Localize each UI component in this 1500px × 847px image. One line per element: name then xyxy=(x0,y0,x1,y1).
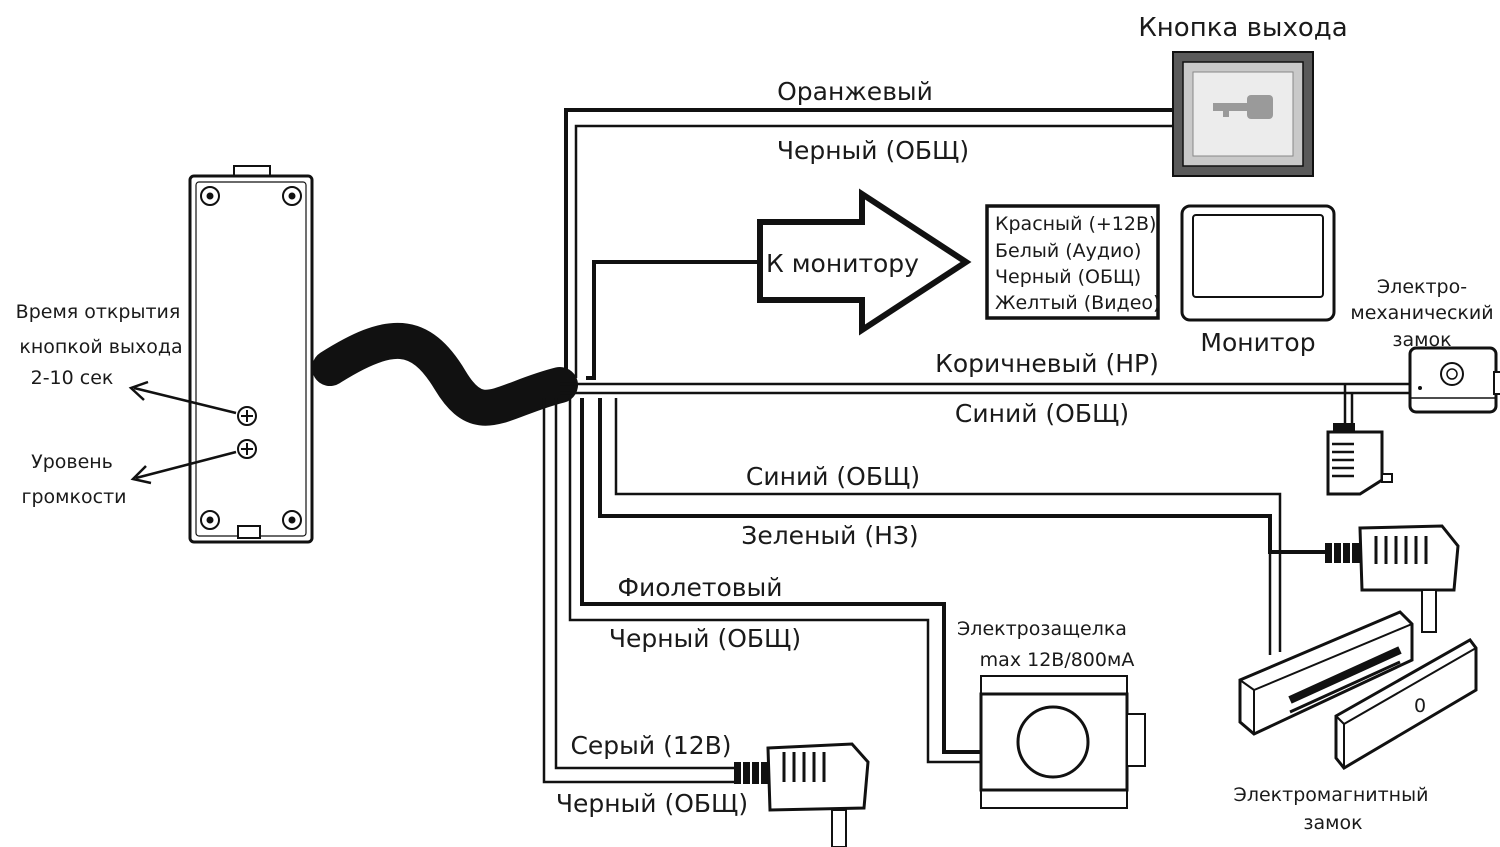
em-lock-title-2: механический xyxy=(1350,302,1493,324)
call-panel xyxy=(188,165,314,544)
wire-label-grey: Серый (12В) xyxy=(570,731,731,760)
magnetic-lock-power-adapter-icon xyxy=(1325,524,1460,633)
cable-bundle xyxy=(312,322,578,426)
em-lock-title-3: замок xyxy=(1392,329,1451,351)
electric-strike-device xyxy=(979,675,1146,809)
open-time-label-2: кнопкой выхода xyxy=(19,336,182,358)
trimmer-pointer-arrows xyxy=(128,380,237,485)
magnetic-lock-title-1: Электромагнитный xyxy=(1234,784,1429,806)
wire-label-violet: Фиолетовый xyxy=(617,573,782,602)
volume-label-2: громкости xyxy=(22,486,127,508)
wire-label-blue-mag: Синий (ОБЩ) xyxy=(746,462,920,491)
to-monitor-label: К монитору xyxy=(766,249,919,278)
wire-label-black-exit: Черный (ОБЩ) xyxy=(777,136,969,165)
em-lock-title-1: Электро- xyxy=(1377,276,1467,298)
monitor-wire-3: Черный (ОБЩ) xyxy=(995,266,1141,288)
monitor-wire-1: Красный (+12В) xyxy=(995,213,1156,235)
monitor-device xyxy=(1180,204,1336,322)
wire-label-blue-em: Синий (ОБЩ) xyxy=(955,399,1129,428)
panel-screw-icon xyxy=(200,510,220,530)
wire-label-orange: Оранжевый xyxy=(777,77,933,106)
magnetic-lock-device xyxy=(1238,610,1478,770)
monitor-wire-box xyxy=(985,204,1160,320)
lock-power-adapter-icon xyxy=(1326,423,1393,496)
panel-screw-icon xyxy=(282,186,302,206)
key-icon xyxy=(1213,95,1273,119)
open-time-trimmer-icon xyxy=(237,406,257,426)
wires xyxy=(542,108,1412,784)
strike-title-1: Электрозащелка xyxy=(957,618,1127,640)
exit-button-device xyxy=(1172,51,1314,177)
to-monitor-arrow xyxy=(757,188,972,336)
wire-label-green: Зеленый (НЗ) xyxy=(741,521,918,550)
strike-title-2: max 12В/800мА xyxy=(980,649,1135,671)
monitor-wire-4: Желтый (Видео) xyxy=(995,292,1160,314)
panel-screw-icon xyxy=(200,186,220,206)
open-time-label-1: Время открытия xyxy=(16,301,181,323)
monitor-title: Монитор xyxy=(1200,328,1315,357)
monitor-wire-2: Белый (Аудио) xyxy=(995,240,1141,262)
magnetic-lock-title-2: замок xyxy=(1303,812,1362,834)
power-supply-icon xyxy=(734,742,870,847)
exit-button-title: Кнопка выхода xyxy=(1138,13,1347,43)
magnetic-plate-mark: 0 xyxy=(1414,695,1426,717)
volume-label-1: Уровень xyxy=(31,451,113,473)
wire-label-black-power: Черный (ОБЩ) xyxy=(556,789,748,818)
panel-screw-icon xyxy=(282,510,302,530)
wire-label-black-strike: Черный (ОБЩ) xyxy=(609,624,801,653)
volume-trimmer-icon xyxy=(237,439,257,459)
wire-label-brown: Коричневый (НР) xyxy=(935,349,1159,378)
open-time-label-3: 2-10 сек xyxy=(31,367,114,389)
electromechanical-lock-device xyxy=(1408,346,1500,414)
